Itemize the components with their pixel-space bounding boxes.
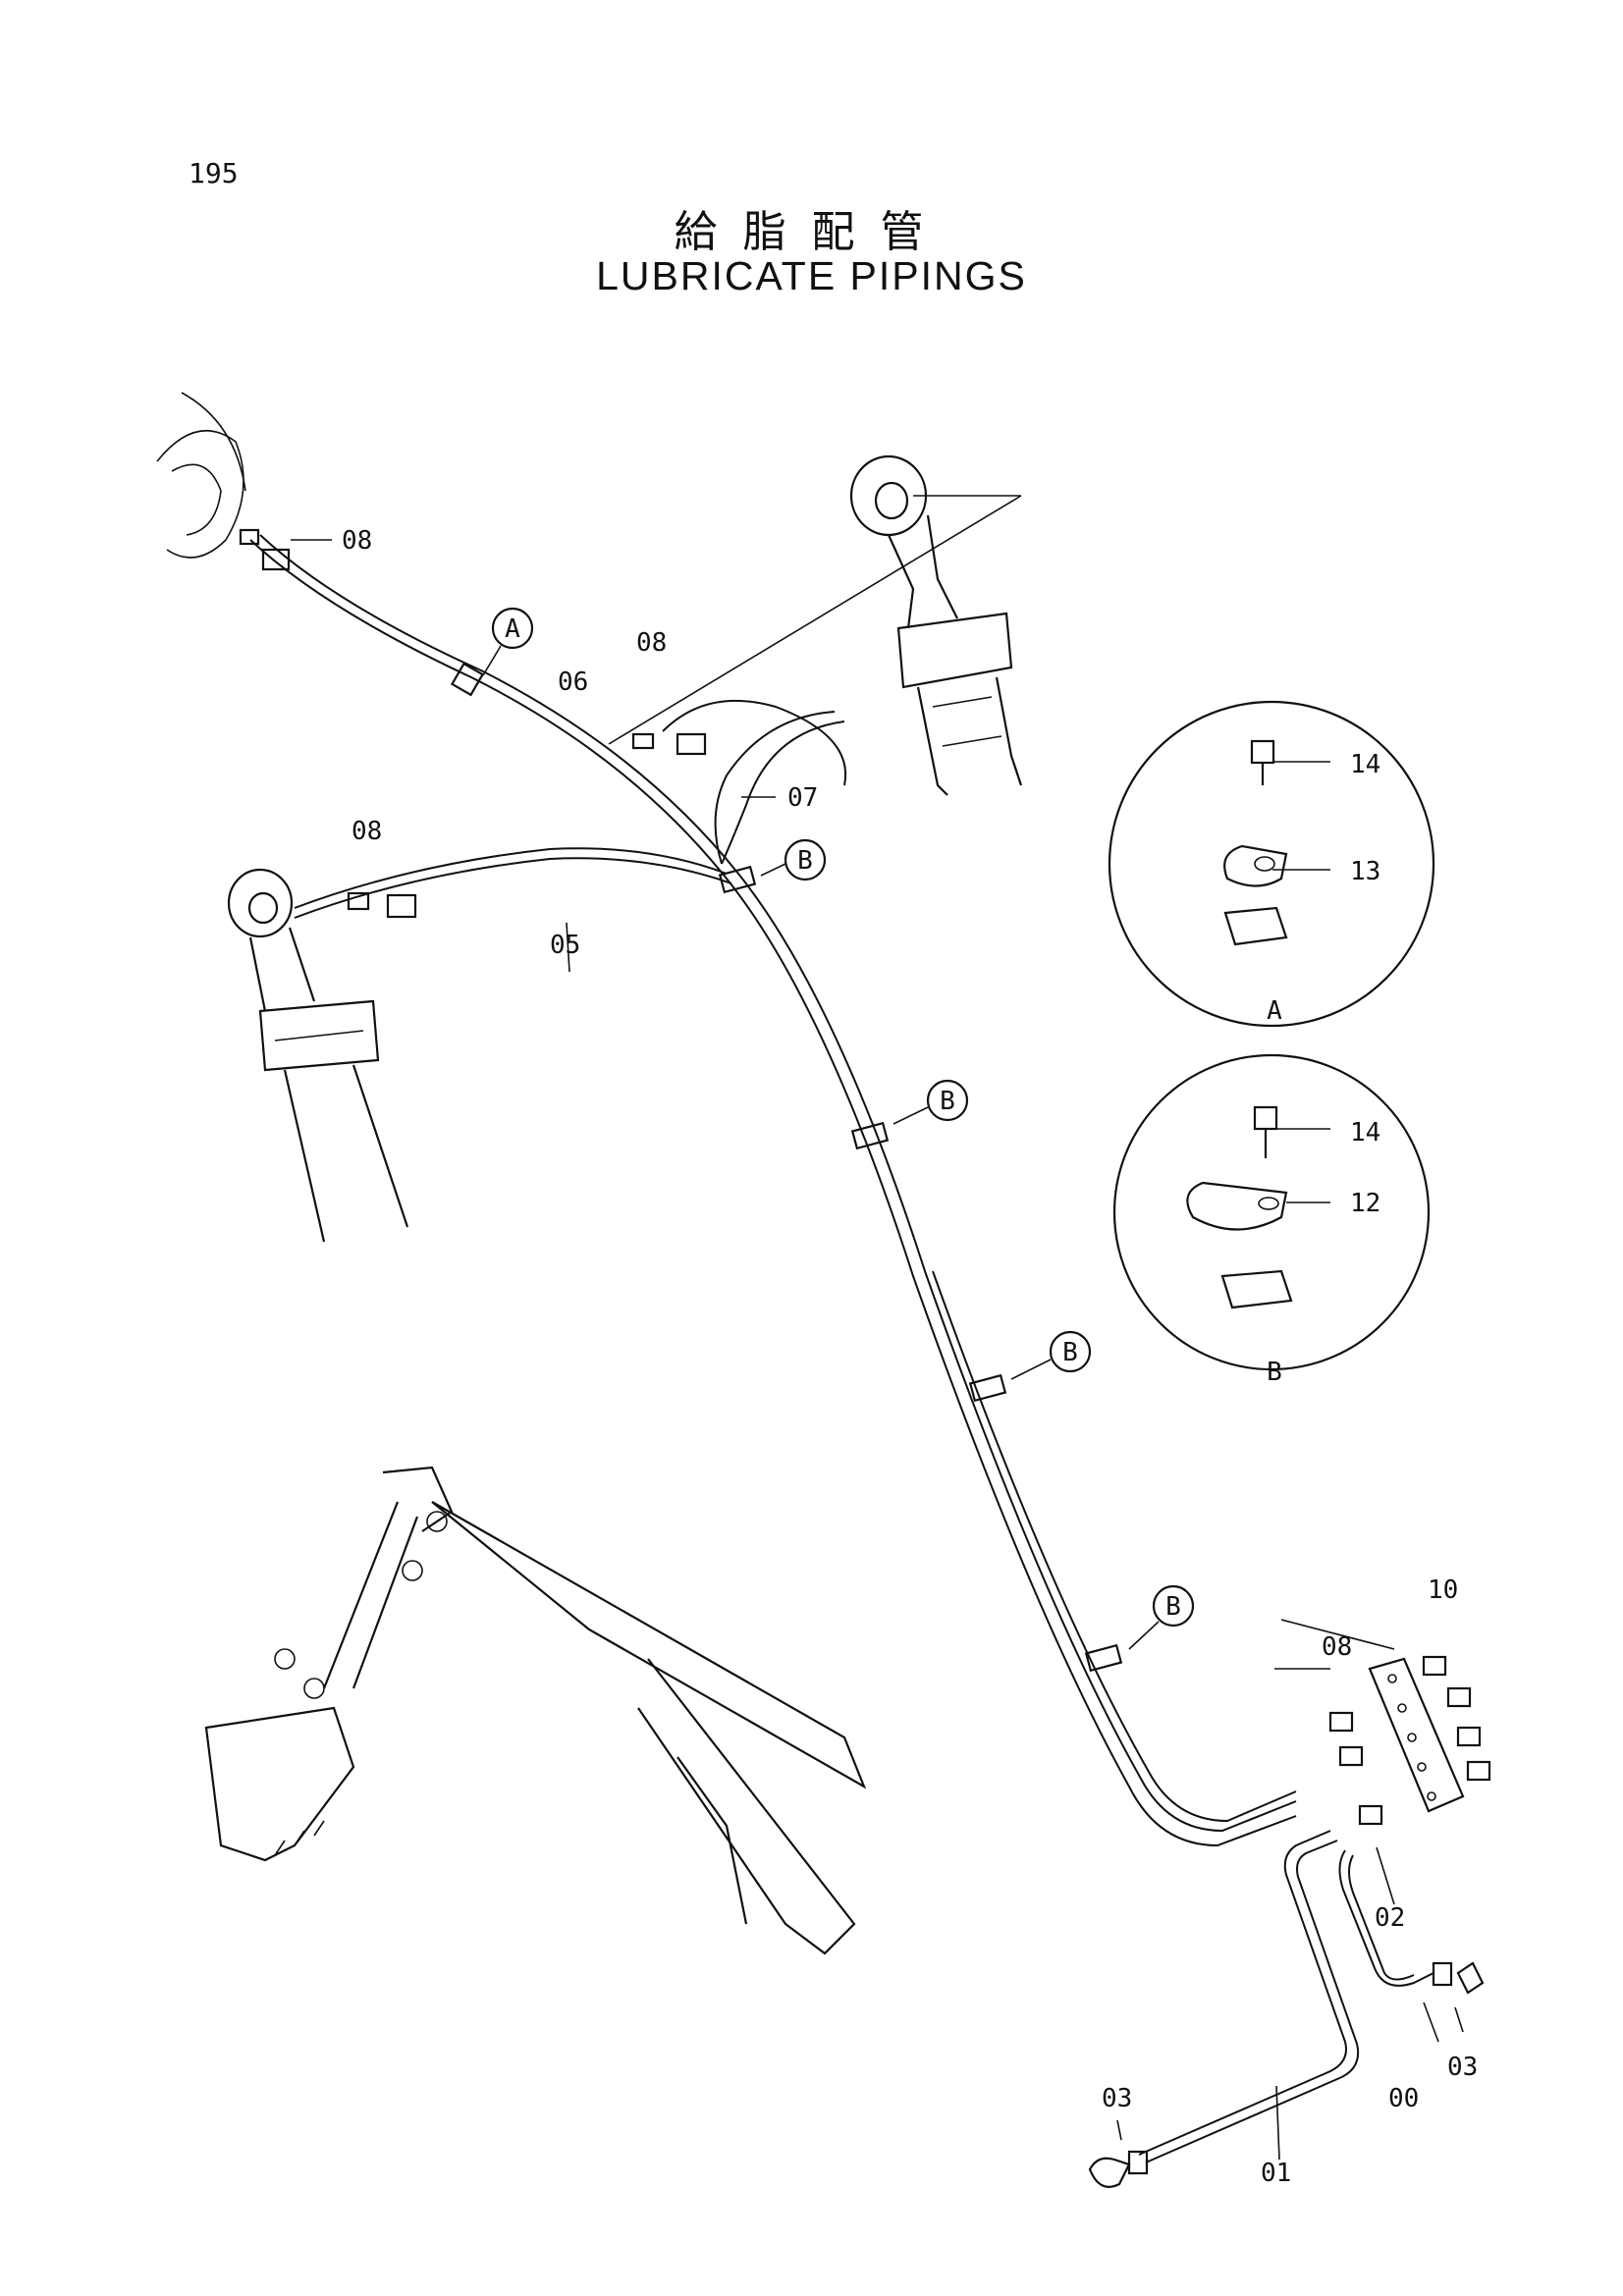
- part-label-10: 10: [1428, 1575, 1458, 1605]
- title-japanese: 給脂配管: [674, 207, 949, 257]
- part-label-02: 02: [1375, 1903, 1405, 1933]
- callout-A: A: [482, 607, 534, 676]
- part-label-07: 07: [787, 783, 818, 813]
- part-label-01: 01: [1261, 2159, 1291, 2188]
- clamp-B4-pipe: [1084, 1643, 1123, 1673]
- clamp-A-pipe: [450, 662, 485, 697]
- callout-B1-text: B: [797, 846, 813, 876]
- arm-cylinder: [227, 868, 409, 1243]
- part-label-05: 05: [550, 931, 580, 960]
- grease-manifold: [1328, 1655, 1491, 1826]
- excavator-front-overview: [204, 1466, 867, 1955]
- callout-B4: B: [1128, 1584, 1195, 1650]
- boom-foot-pivot: [156, 392, 246, 559]
- part-label-08-top: 08: [342, 526, 372, 556]
- title-english: LUBRICATE PIPINGS: [596, 253, 1027, 298]
- part-label-03-right: 03: [1447, 2053, 1478, 2082]
- pipe-bundle-main: [249, 534, 1297, 1847]
- clamp-B2-pipe: [850, 1121, 890, 1150]
- part-labels: 08 06 08 07 08 05 10 08 02 03 00 03 01: [342, 526, 1478, 2188]
- part-label-08-mid: 08: [636, 628, 667, 658]
- fitting-03-left: [1088, 2150, 1149, 2188]
- detail-A-part-14: 14: [1350, 750, 1380, 779]
- detail-B-part-12: 12: [1350, 1189, 1380, 1218]
- callout-B1: B: [760, 838, 827, 881]
- detail-B-label: B: [1267, 1358, 1282, 1387]
- callout-B4-text: B: [1165, 1592, 1181, 1622]
- grease-fitting-08-top: [239, 528, 291, 571]
- clamp-B3-pipe: [968, 1373, 1007, 1403]
- clamp-B1-pipe: [718, 865, 757, 894]
- callout-B3: B: [1010, 1330, 1092, 1380]
- detail-view-A: 14 13 A: [1108, 700, 1435, 1028]
- leader-lines: [291, 495, 1464, 2161]
- detail-A-part-13: 13: [1350, 857, 1380, 886]
- grease-fitting-08-left: [347, 891, 417, 919]
- detail-B-part-14: 14: [1350, 1118, 1380, 1148]
- rigid-pipe-01: [1138, 1830, 1359, 2163]
- rigid-pipe-00: [1338, 1849, 1485, 1995]
- detail-view-B: 14 12 B: [1112, 1053, 1431, 1387]
- page-number: 195: [189, 157, 239, 189]
- callout-A-text: A: [505, 614, 520, 644]
- boom-cylinder: [849, 454, 1023, 796]
- grease-fitting-08-mid: [631, 732, 707, 756]
- callout-B3-text: B: [1062, 1338, 1078, 1367]
- detail-A-label: A: [1267, 996, 1282, 1026]
- part-label-08-right: 08: [1322, 1632, 1352, 1662]
- part-label-03-left: 03: [1102, 2084, 1132, 2113]
- part-label-00: 00: [1388, 2084, 1419, 2113]
- callout-B2: B: [893, 1079, 969, 1125]
- callout-B2-text: B: [940, 1087, 955, 1116]
- part-label-08-left: 08: [352, 817, 382, 846]
- part-label-06: 06: [558, 667, 588, 697]
